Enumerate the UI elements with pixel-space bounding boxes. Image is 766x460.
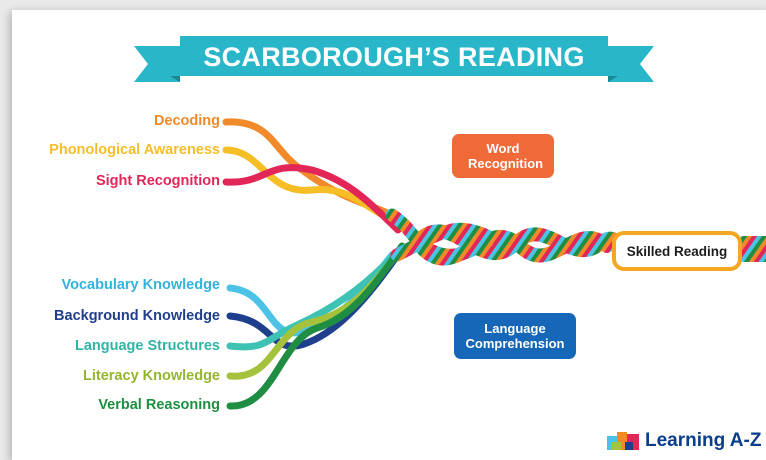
sight-strand [222,164,402,234]
label-vocabulary-knowledge: Vocabulary Knowledge [61,277,220,293]
title-banner: SCARBOROUGH’S READING ROPE [134,34,654,110]
language-comprehension-pill: Language Comprehension [454,313,576,359]
rope-illustration [222,118,766,410]
braid-a [410,224,629,261]
learning-az-brand: Learning A-Z [607,428,761,454]
braid-b [415,229,614,266]
label-background-knowledge: Background Knowledge [54,308,220,324]
label-literacy-knowledge: Literacy Knowledge [83,368,220,384]
page-title: SCARBOROUGH’S READING ROPE [203,42,585,110]
word-recognition-pill: Word Recognition [452,134,554,178]
rope-end [736,236,766,262]
label-decoding: Decoding [153,113,220,129]
learning-az-logo-icon [607,432,639,450]
phonological-strand [222,146,399,226]
skilled-reading-box: Skilled Reading [612,231,742,271]
label-verbal-reasoning: Verbal Reasoning [98,397,220,413]
label-language-structures: Language Structures [74,338,220,354]
language-comprehension-label: Language Comprehension [465,321,565,351]
verbal-strand [226,242,406,410]
brand-name: Learning A-Z [645,430,762,451]
reading-rope-infographic: SCARBOROUGH’S READING ROPE [12,10,766,460]
skilled-reading-label: Skilled Reading [626,243,728,259]
word-recognition-label: Word Recognition [468,141,544,171]
label-sight-recognition: Sight Recognition [95,173,220,189]
label-phonological-awareness: Phonological Awareness [49,142,220,158]
